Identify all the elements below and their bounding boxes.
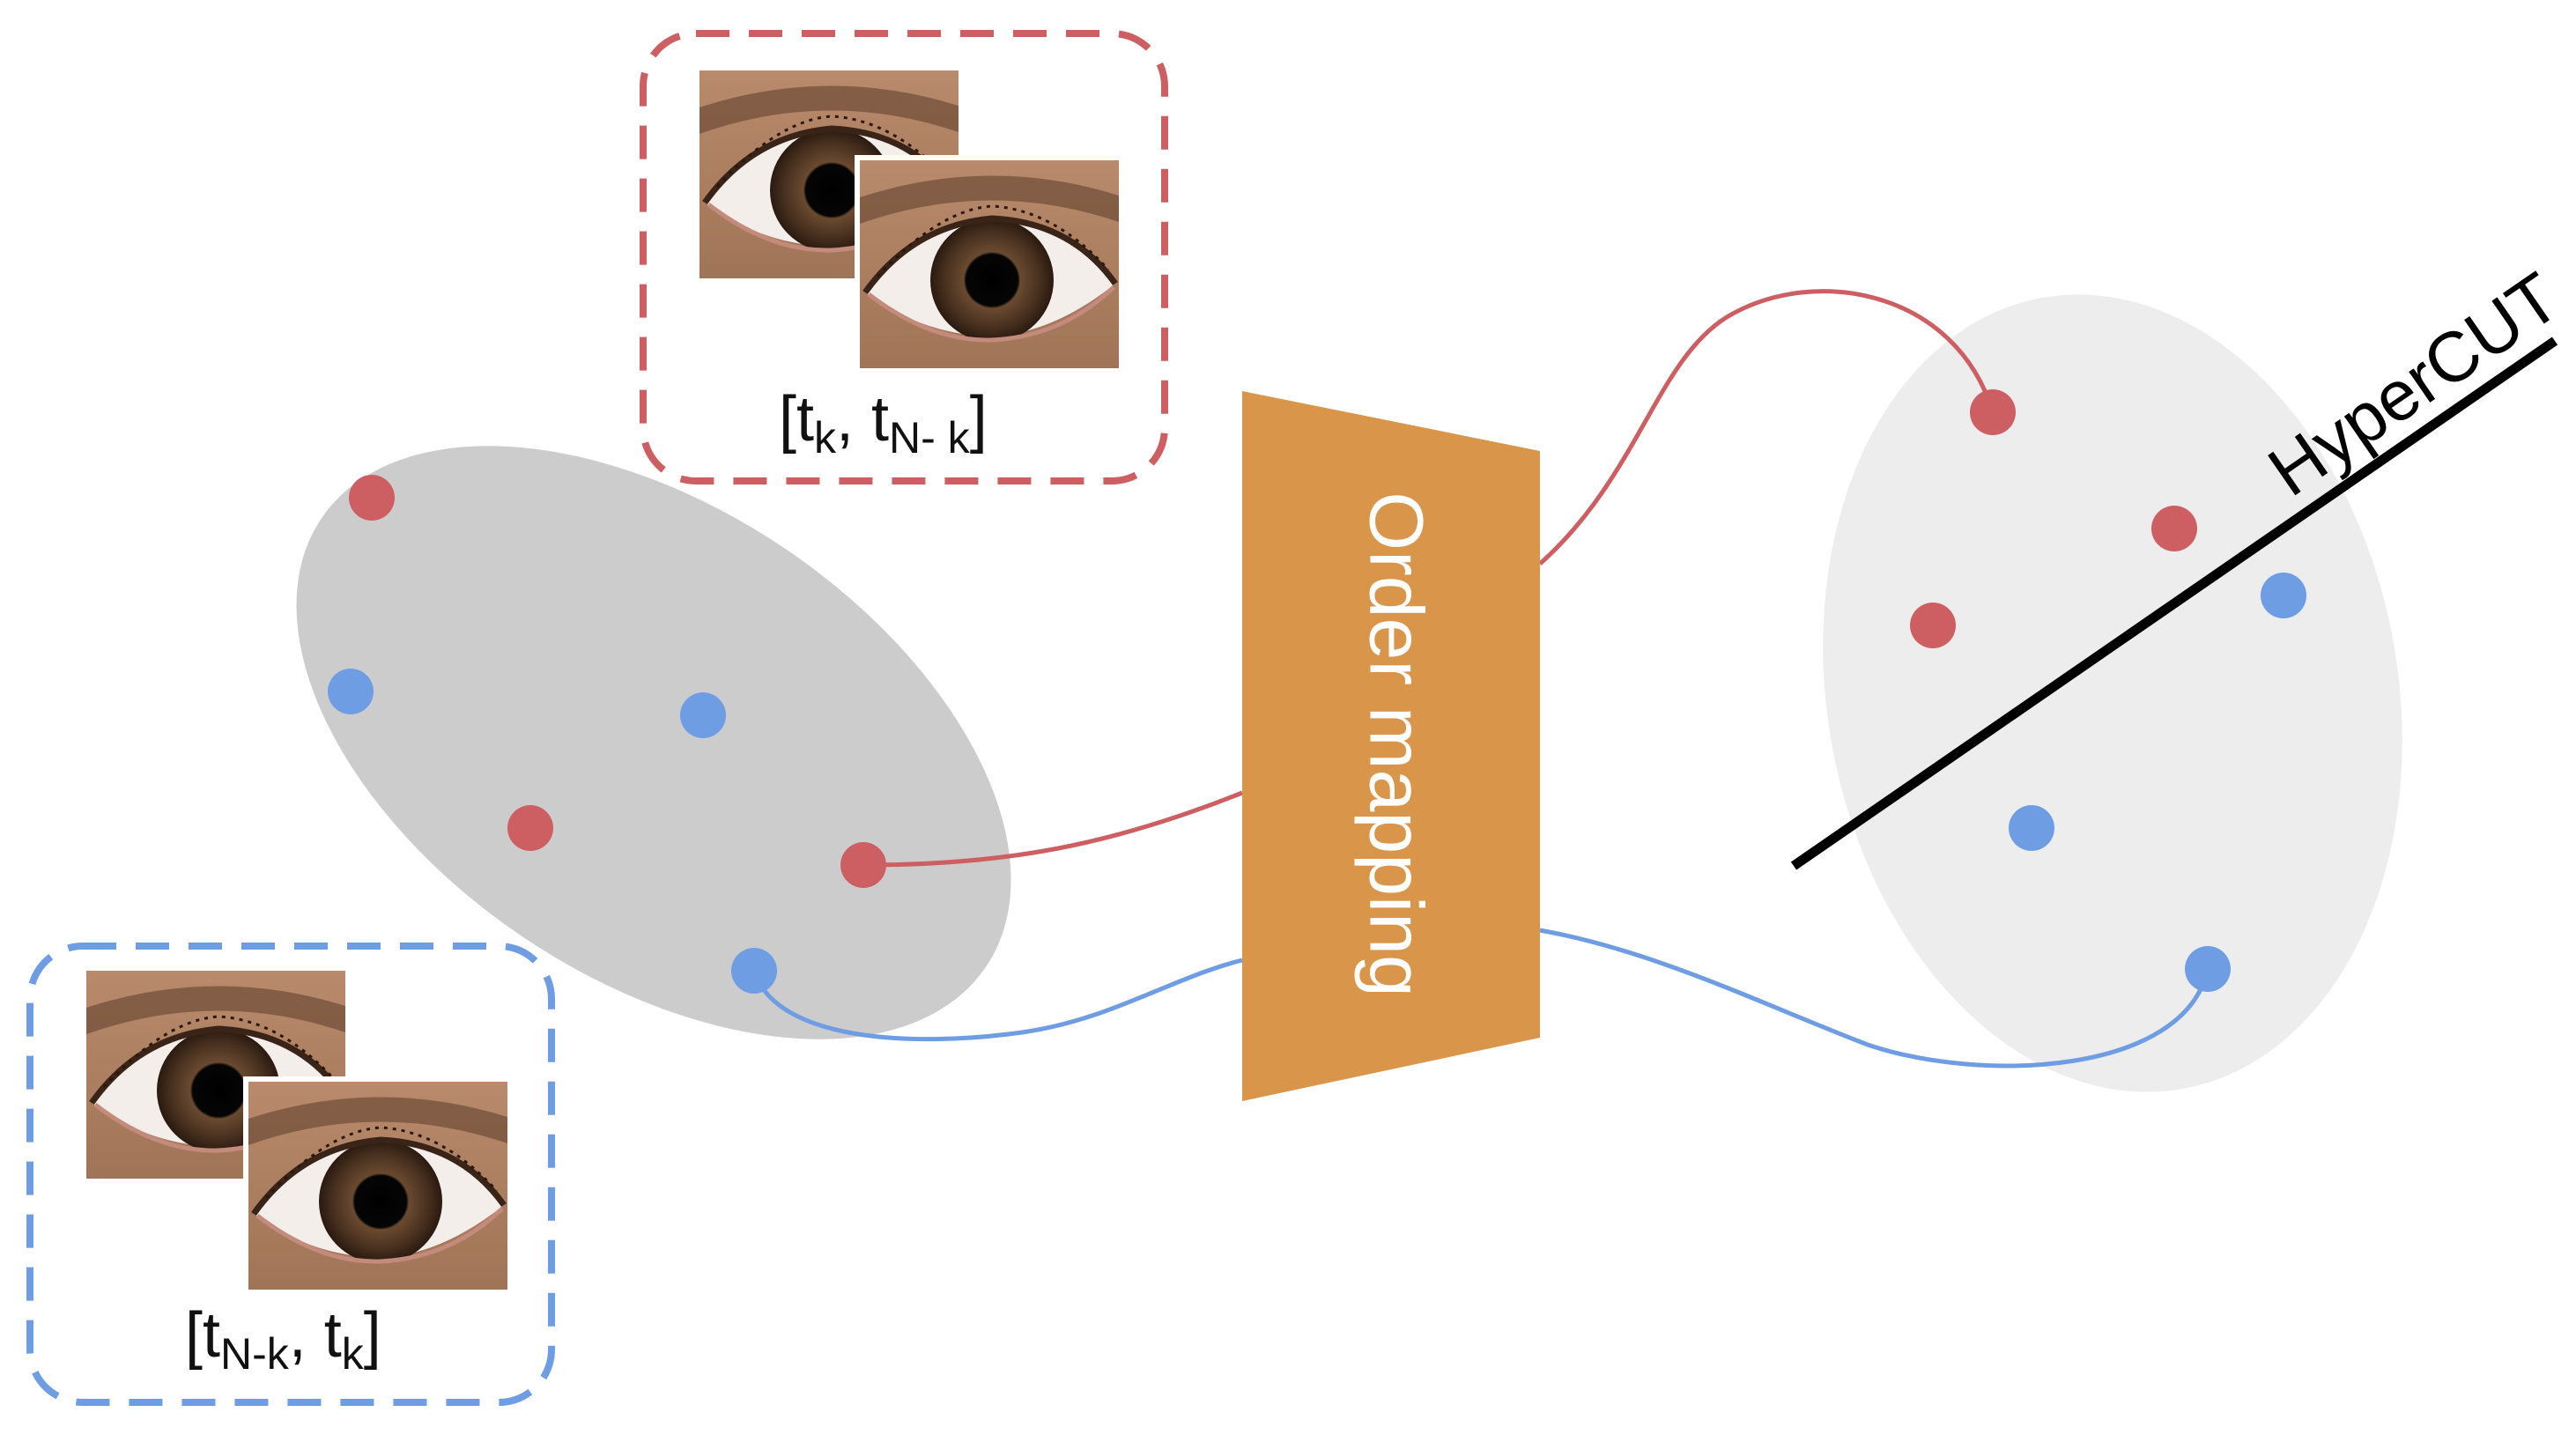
frame-pair-bottom-label: [tN-k, tk] — [185, 1300, 381, 1379]
point-blue — [2261, 573, 2306, 618]
point-red — [507, 805, 553, 851]
connector-red-left — [862, 790, 1243, 868]
frame-pair-top: [tk, tN- k] — [640, 30, 1168, 484]
point-blue — [680, 692, 726, 738]
cluster-right — [1823, 294, 2402, 1092]
connector-red-right — [1538, 289, 1995, 566]
point-red — [2151, 506, 2197, 551]
connector-blue-left — [751, 958, 1243, 1042]
eye-image-2 — [855, 155, 1124, 373]
point-red — [349, 475, 395, 521]
frame-pair-bottom: [tN-k, tk] — [26, 943, 555, 1406]
hypercut-label: HyperCUT — [2254, 257, 2573, 511]
point-red — [1970, 389, 2016, 435]
point-blue — [2009, 805, 2054, 851]
point-red — [1910, 603, 1956, 648]
frame-pair-bottom-frame — [26, 943, 555, 1406]
point-blue — [731, 948, 777, 994]
frame-pair-top-label: [tk, tN- k] — [779, 384, 988, 462]
order-mapping-box — [1242, 391, 1540, 1101]
connector-blue-right — [1539, 928, 2210, 1069]
order-mapping-label: Order mapping — [1353, 492, 1438, 997]
point-blue — [328, 669, 374, 714]
cluster-left — [296, 446, 1011, 1039]
point-blue — [2185, 946, 2231, 992]
eye-image-4 — [243, 1076, 513, 1295]
point-red — [840, 842, 886, 888]
hypercut-line — [1790, 336, 2558, 870]
frame-pair-top-frame — [640, 30, 1168, 484]
